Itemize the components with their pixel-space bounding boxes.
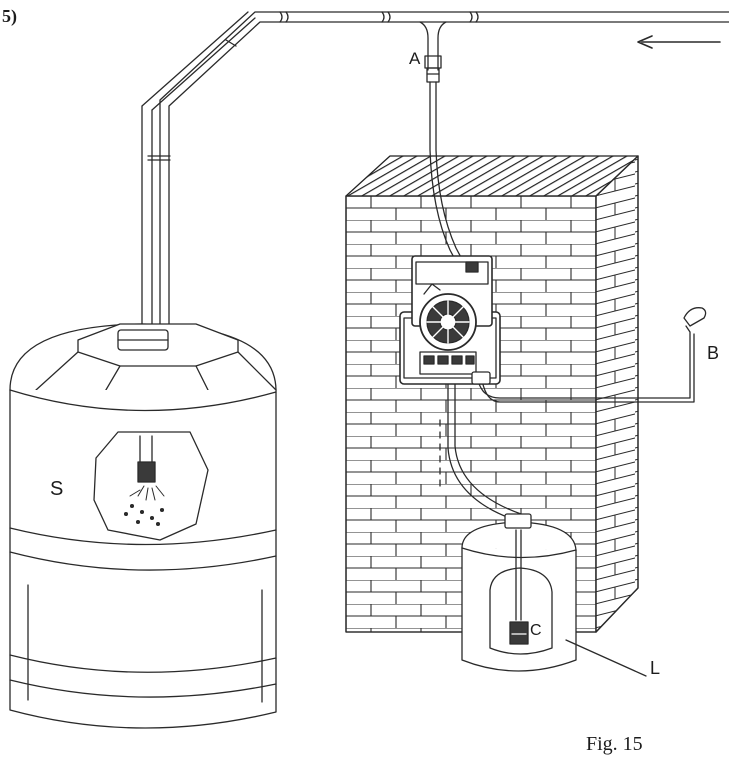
delivery-hose: [429, 81, 465, 266]
label-l: L: [650, 658, 661, 678]
label-b: B: [707, 343, 720, 363]
label-c: C: [530, 622, 542, 639]
storage-tank-s: [9, 323, 277, 729]
arrow-left-icon: [637, 35, 721, 49]
water-main-pipe: [141, 11, 729, 331]
dosing-pump: [399, 255, 501, 385]
level-cable-b: [477, 307, 707, 403]
level-probe-icon: [509, 529, 529, 645]
figure-caption: Fig. 15: [586, 733, 643, 755]
injection-tee-a: [419, 21, 447, 83]
chemical-tank-c: [461, 513, 647, 677]
step-number: 5): [2, 6, 17, 26]
suction-hose: [439, 379, 522, 521]
label-a: A: [409, 49, 421, 68]
spray-nozzle-icon: [123, 461, 165, 527]
label-s: S: [50, 478, 64, 500]
